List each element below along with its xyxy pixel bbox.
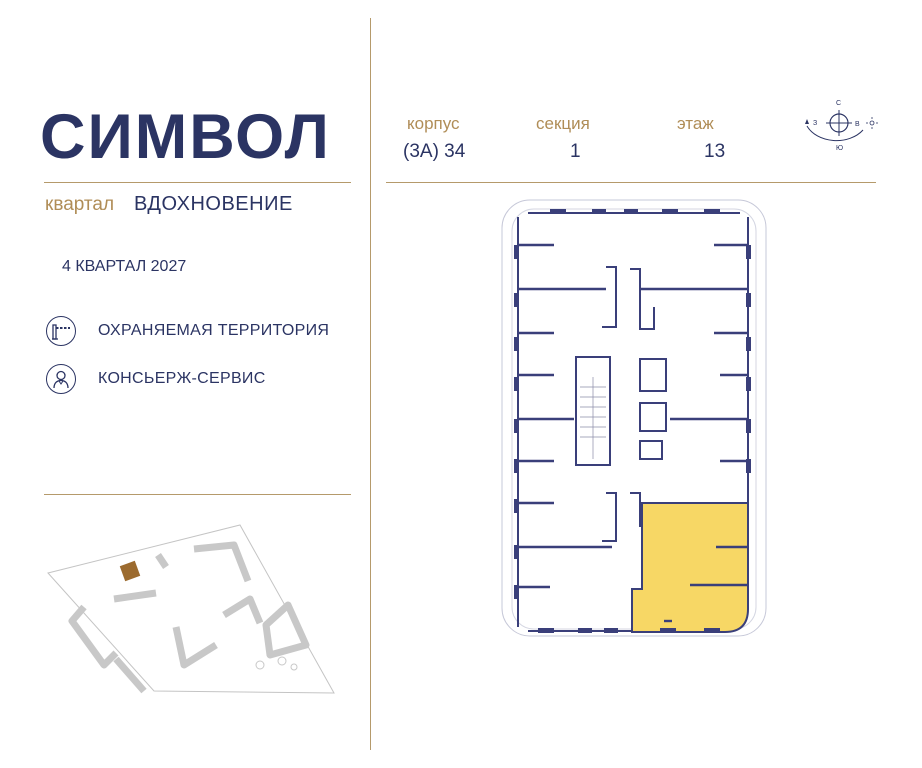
completion-date: 4 КВАРТАЛ 2027 bbox=[62, 258, 187, 275]
compass-south: Ю bbox=[836, 145, 843, 152]
feature-label: ОХРАНЯЕМАЯ ТЕРРИТОРИЯ bbox=[98, 322, 330, 339]
feature-secure-territory: ОХРАНЯЕМАЯ ТЕРРИТОРИЯ bbox=[46, 314, 329, 348]
compass-north: С bbox=[836, 100, 841, 107]
feature-concierge: КОНСЬЕРЖ-СЕРВИС bbox=[46, 362, 266, 396]
building-marker bbox=[119, 560, 141, 582]
floor-plan[interactable] bbox=[494, 197, 774, 639]
concierge-icon bbox=[46, 364, 76, 394]
selected-apartment[interactable] bbox=[631, 502, 749, 633]
quarter-word: квартал bbox=[45, 194, 115, 215]
compass-east: В bbox=[855, 121, 860, 128]
header-divider bbox=[386, 182, 876, 183]
building-label: корпус bbox=[407, 114, 460, 133]
floor-value: 13 bbox=[704, 141, 726, 162]
features-divider bbox=[44, 494, 351, 495]
barrier-icon bbox=[46, 316, 76, 346]
brand-divider bbox=[44, 182, 351, 183]
sun-icon bbox=[866, 117, 878, 129]
building-value: (3А) 34 bbox=[403, 141, 466, 162]
compass-west: З bbox=[813, 120, 817, 127]
section-value: 1 bbox=[570, 141, 581, 162]
compass-icon: С Ю З В bbox=[805, 100, 878, 152]
floor-label: этаж bbox=[677, 114, 714, 133]
section-label: секция bbox=[536, 114, 590, 133]
feature-label: КОНСЬЕРЖ-СЕРВИС bbox=[98, 370, 266, 387]
site-plan bbox=[47, 524, 335, 694]
center-divider bbox=[370, 18, 371, 750]
quarter-name: ВДОХНОВЕНИЕ bbox=[134, 193, 293, 215]
brand-logo: СИМВОЛ bbox=[40, 102, 331, 172]
